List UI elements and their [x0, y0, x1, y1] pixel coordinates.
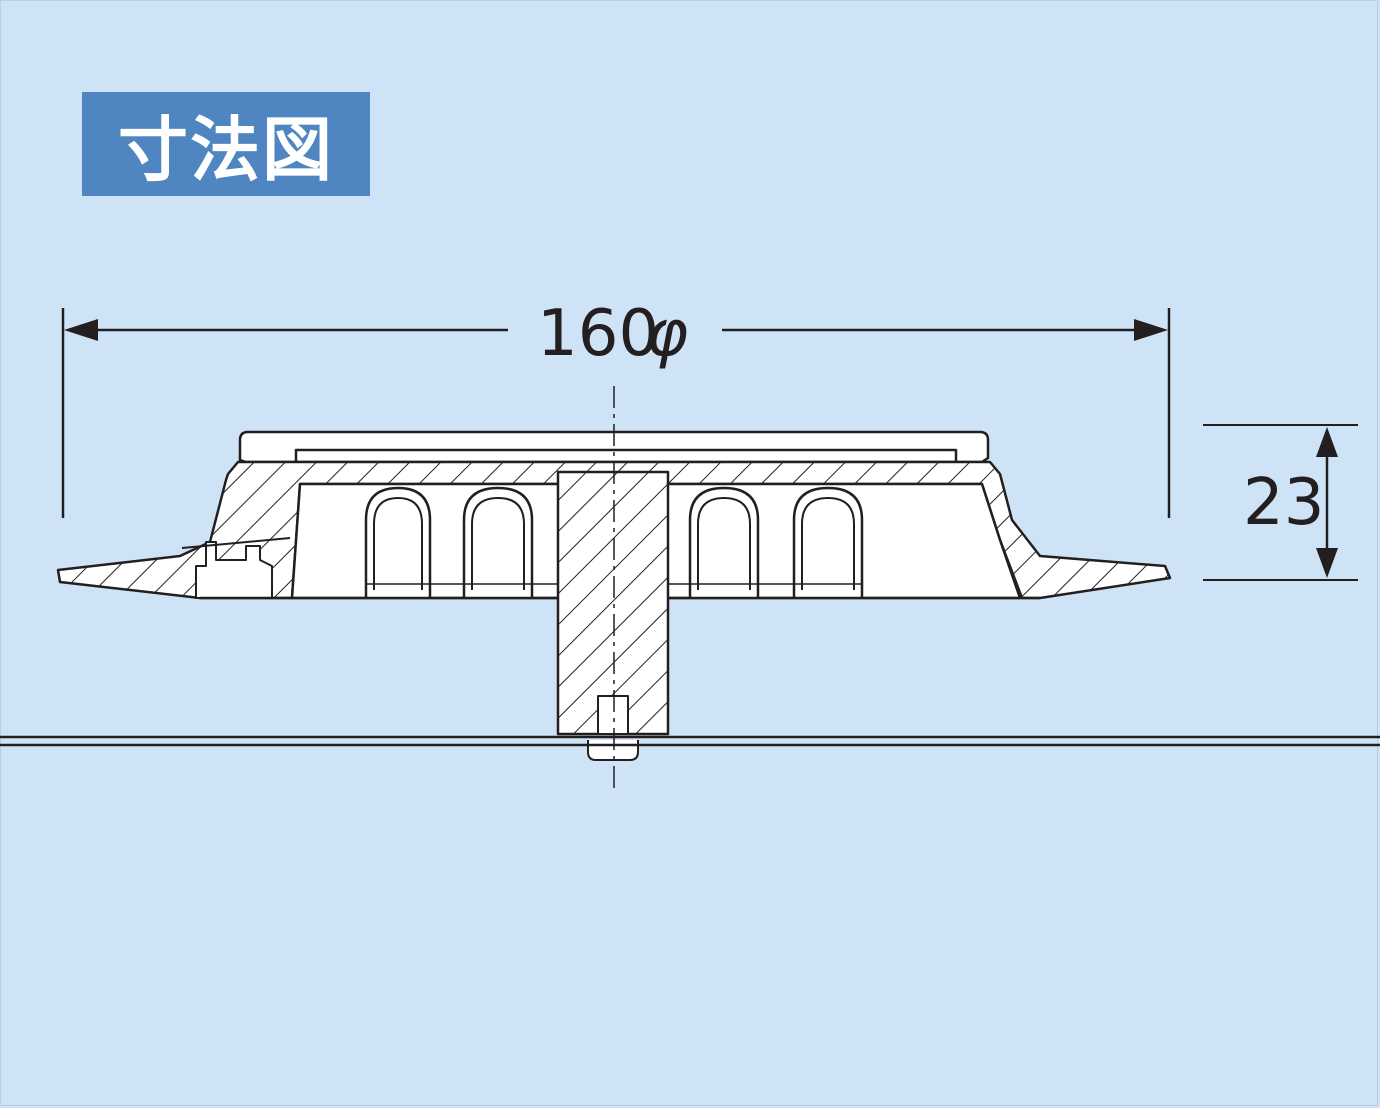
rib-window-1-inner [373, 497, 423, 590]
rib-window-4-inner [801, 497, 855, 590]
height-value: 23 [1243, 466, 1324, 540]
arrowhead-top [1316, 427, 1338, 457]
rib-window-4 [792, 486, 864, 598]
page-title: 寸法図 [118, 108, 334, 191]
rib-window-2 [462, 486, 534, 598]
clip-line [181, 537, 291, 549]
center-stem [556, 470, 670, 736]
diameter-value: 160 [537, 297, 659, 371]
title-badge: 寸法図 [82, 92, 370, 196]
part-cross-section [56, 430, 1172, 761]
rib-window-3-inner [697, 497, 751, 590]
mounting-surface [0, 735, 1380, 747]
arrowhead-bottom [1316, 548, 1338, 578]
screw-head [587, 740, 639, 761]
screw-body [597, 695, 629, 735]
diameter-dimension: 160 φ [61, 297, 1171, 518]
diameter-symbol: φ [646, 297, 688, 371]
height-dimension: 23 [1203, 424, 1358, 581]
arrowhead-right [1134, 319, 1168, 341]
rib-window-3 [688, 486, 760, 598]
rib-window-1 [364, 486, 432, 598]
arrowhead-left [64, 319, 98, 341]
rib-window-2-inner [471, 497, 525, 590]
lid-plate [294, 448, 958, 464]
